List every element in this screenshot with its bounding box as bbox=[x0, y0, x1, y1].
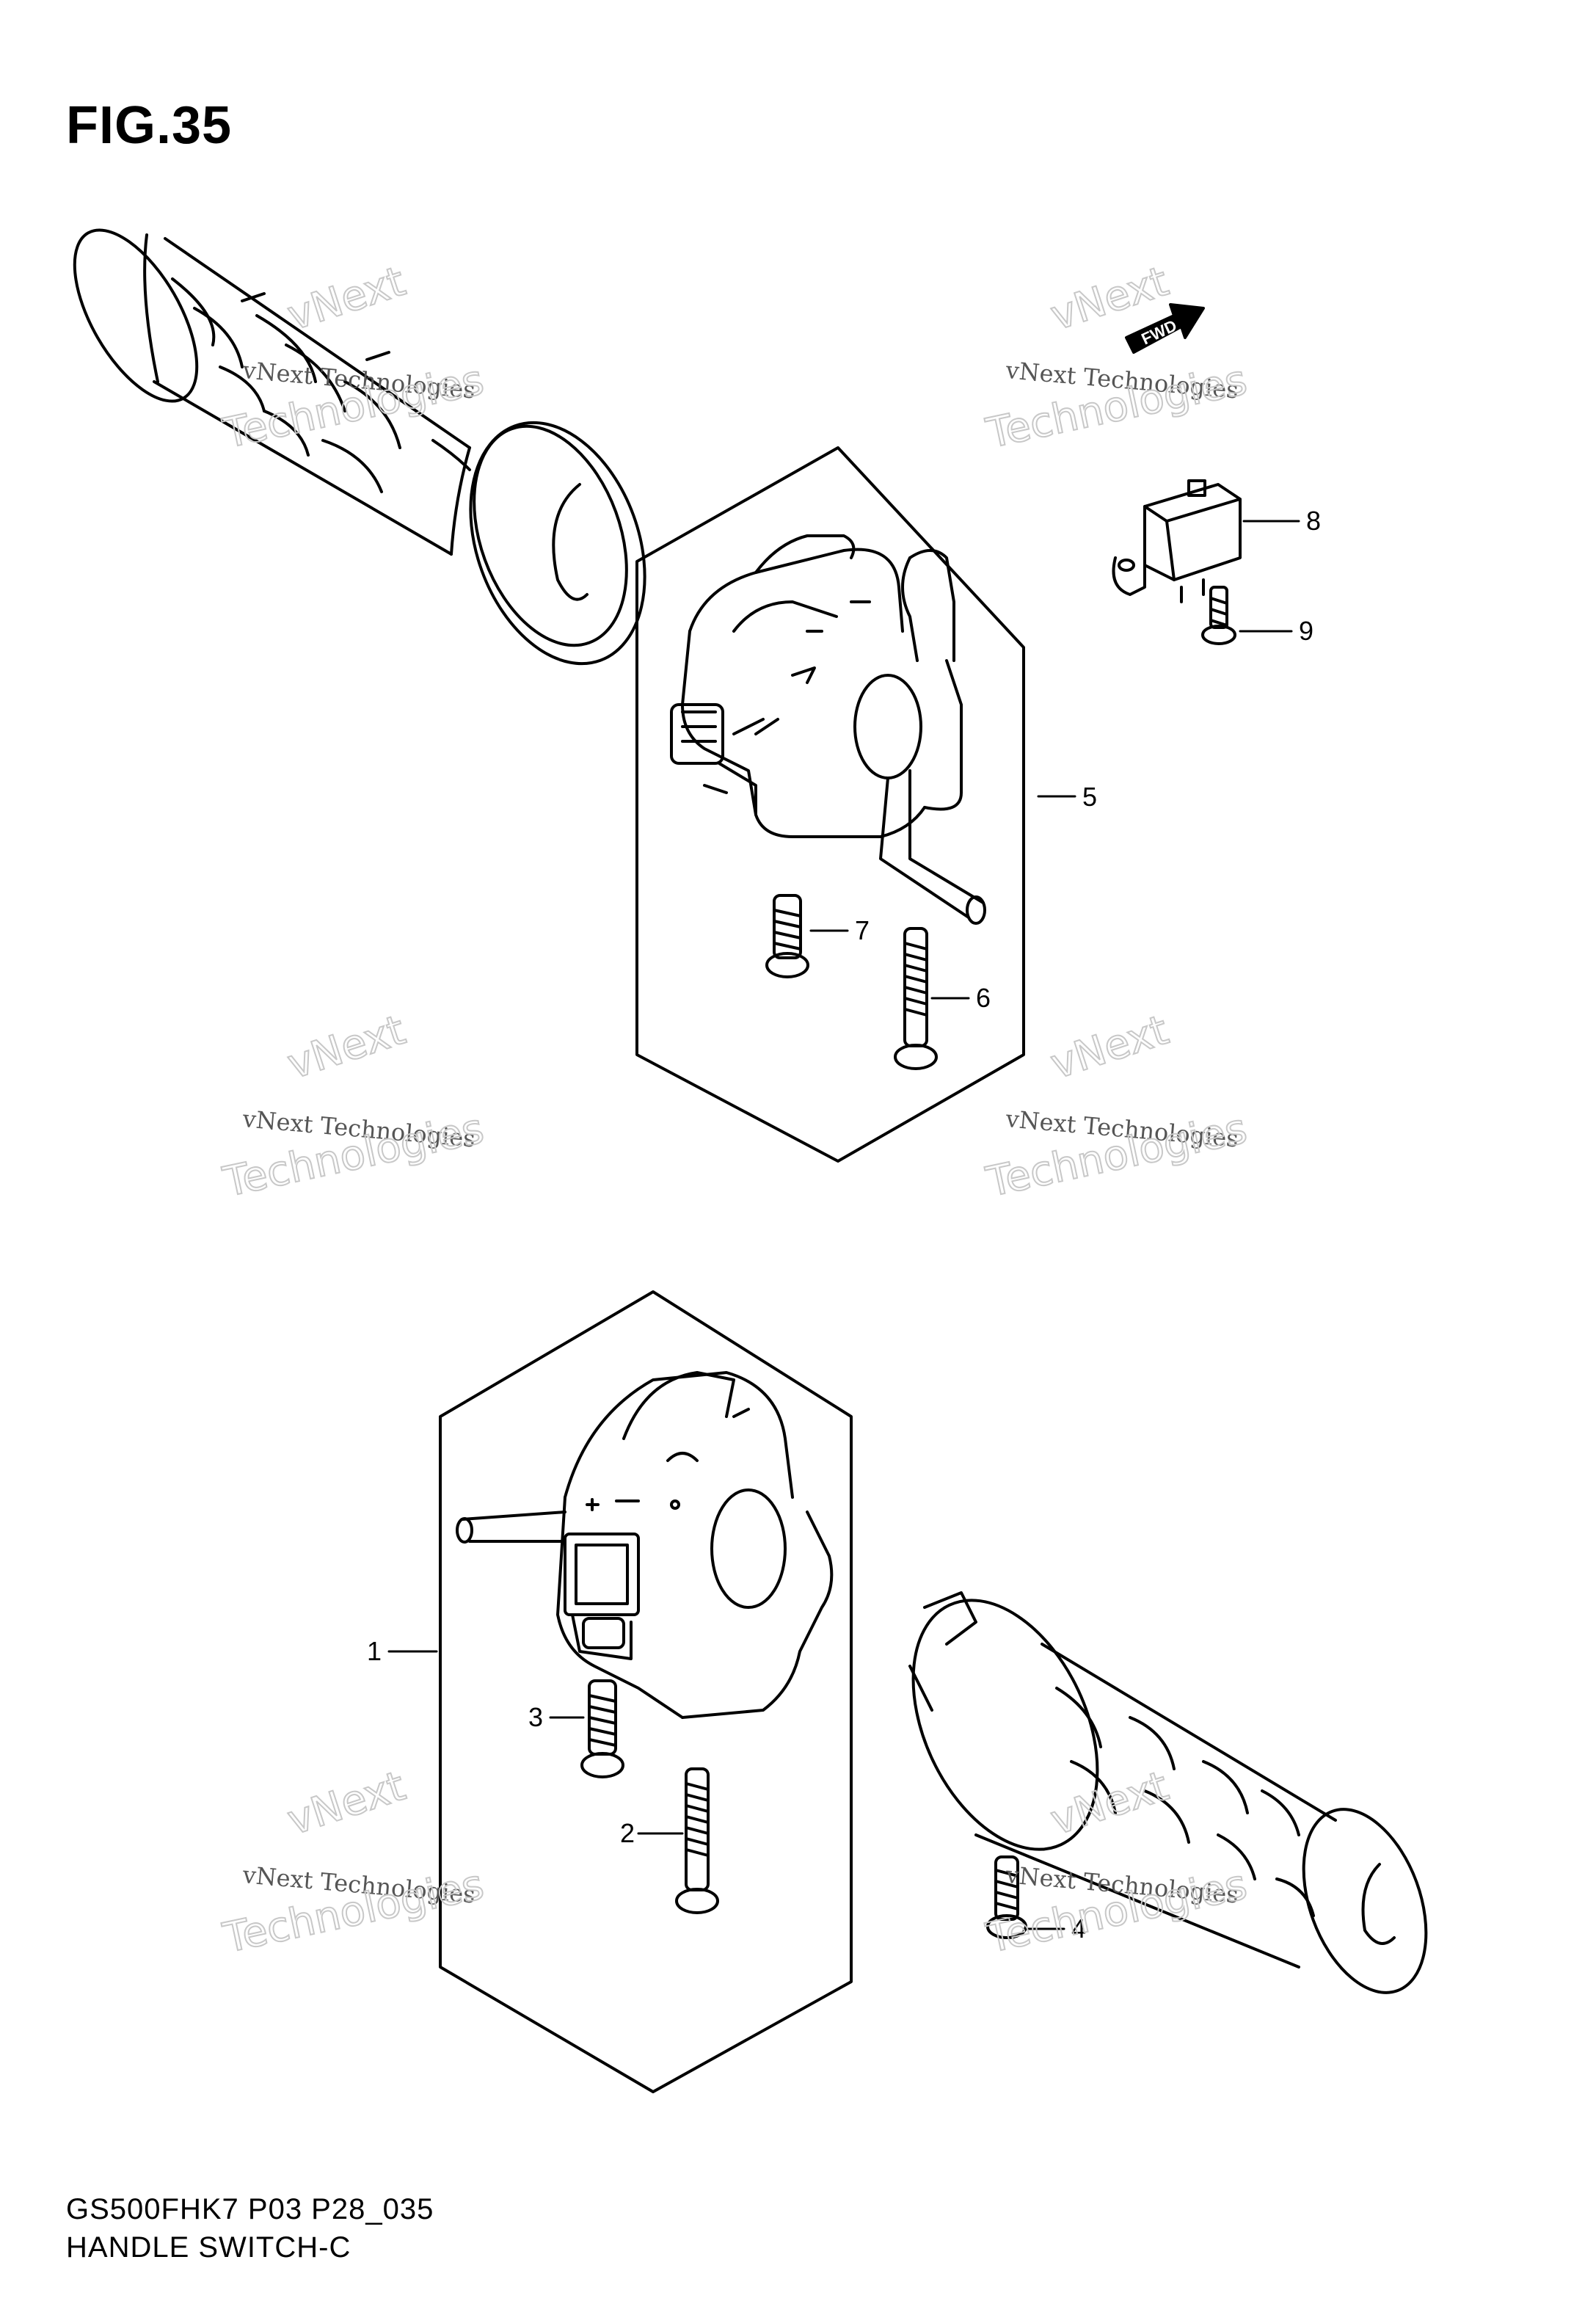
watermark-1-line1: vNext bbox=[282, 258, 411, 340]
screw-3 bbox=[580, 1679, 624, 1778]
callout-4: 4 bbox=[1071, 1913, 1086, 1944]
callout-2: 2 bbox=[620, 1818, 635, 1848]
watermark-4-line1: vNext bbox=[1045, 1006, 1174, 1088]
watermark-5: vNext vNext Technologies Technologies bbox=[218, 1762, 488, 1963]
right-handle-switch bbox=[670, 534, 986, 925]
watermark-6-line1: vNext bbox=[1045, 1762, 1174, 1844]
fwd-arrow-icon bbox=[1125, 303, 1205, 354]
left-handle-switch bbox=[456, 1371, 834, 1719]
watermark-1: vNext vNext Technologies Technologies bbox=[218, 257, 488, 459]
callout-3: 3 bbox=[528, 1702, 543, 1732]
screw-4 bbox=[986, 1855, 1027, 1939]
callout-7: 7 bbox=[855, 915, 870, 945]
watermark-3-line1: vNext bbox=[282, 1006, 411, 1088]
right-grip bbox=[908, 1591, 1428, 1994]
watermark-group: vNext vNext Technologies Technologies vN… bbox=[218, 257, 1251, 1963]
watermark-2: vNext vNext Technologies Technologies bbox=[981, 257, 1251, 459]
callout-1: 1 bbox=[367, 1636, 382, 1666]
left-grip bbox=[73, 228, 646, 666]
diagram-name: HANDLE SWITCH-C bbox=[66, 2231, 351, 2264]
callout-9: 9 bbox=[1299, 616, 1313, 646]
top-assembly-frame bbox=[635, 446, 1025, 1163]
screw-7 bbox=[765, 894, 809, 978]
callout-8: 8 bbox=[1306, 506, 1321, 536]
callout-6: 6 bbox=[976, 983, 991, 1013]
watermark-5-line1: vNext bbox=[282, 1762, 411, 1844]
screw-2 bbox=[675, 1767, 719, 1914]
bottom-assembly-frame bbox=[439, 1290, 853, 2093]
relay-part-8 bbox=[1112, 479, 1242, 603]
figure-title: FIG.35 bbox=[66, 96, 233, 155]
screw-9 bbox=[1201, 586, 1236, 645]
watermark-3: vNext vNext Technologies Technologies bbox=[218, 1006, 488, 1207]
diagram-code: GS500FHK7 P03 P28_035 bbox=[66, 2193, 434, 2225]
callout-5: 5 bbox=[1082, 782, 1097, 812]
leader-lines bbox=[387, 520, 1300, 1930]
screw-6 bbox=[894, 927, 938, 1070]
callout-numbers: 5 7 6 8 9 1 3 2 4 bbox=[367, 506, 1321, 1944]
